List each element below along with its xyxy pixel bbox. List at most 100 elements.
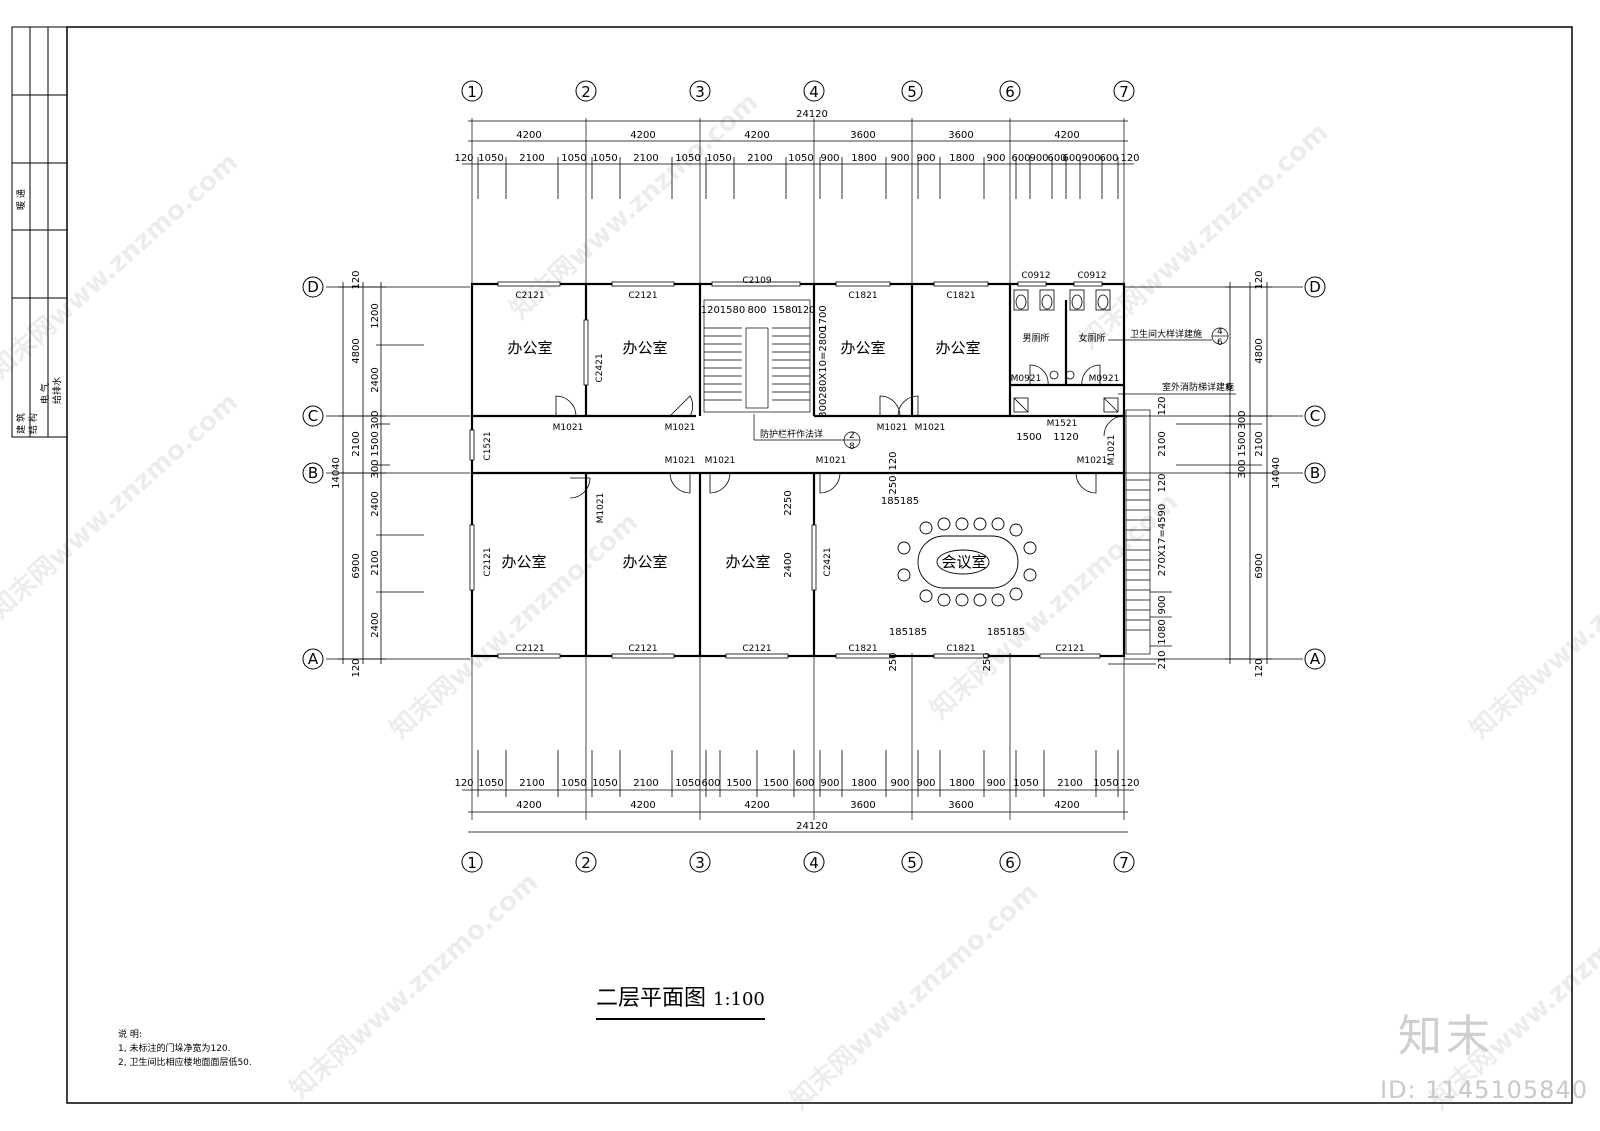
axis-label-col: 1 (467, 854, 477, 872)
dim-detail: 900 (1029, 153, 1048, 164)
room-label-office: 办公室 (507, 339, 552, 357)
window-labels: C2121 C2121 C2109 C1821 C1821 C0912 C091… (483, 271, 1107, 654)
dim-misc: 120 (796, 305, 815, 316)
watermark-text: 知末网www.znzmo.com (1465, 507, 1600, 745)
discipline-label: 结 构 (27, 413, 39, 434)
axis-label-col: 1 (467, 83, 477, 101)
drawing-title-text: 二层平面图 (596, 986, 707, 1011)
axis-label-col: 4 (809, 854, 819, 872)
bottom-dimensions: 120 1050 2100 1050 1050 2100 1050 600 15… (454, 778, 1139, 832)
dim-detail: 300 (370, 459, 381, 478)
dim-detail: 2100 (633, 778, 658, 789)
dim-detail: 1080 (1157, 619, 1168, 644)
window-label: C2121 (515, 644, 544, 654)
watermark-text: 知末网www.znzmo.com (285, 867, 545, 1105)
dim-detail: 2400 (370, 612, 381, 637)
axis-grid (326, 118, 1303, 820)
dim-detail: 1200 (370, 303, 381, 328)
dim-misc: 1700 (818, 305, 829, 330)
watermark-layer: 知末网www.znzmo.com 知末网www.znzmo.com 知末网www… (0, 87, 1600, 1115)
dim-bay: 4200 (516, 800, 541, 811)
toilet-fixtures (1013, 289, 1119, 413)
dim-detail: 900 (1157, 595, 1168, 614)
wc-detail-note: 卫生间大样详建施 (1130, 328, 1202, 340)
window-label: C0912 (1077, 271, 1106, 281)
annotation-leaders (753, 327, 1236, 449)
notes-line: 2, 卫生间比相应楼地面面层低50. (118, 1058, 252, 1068)
room-label-mens-wc: 男厕所 (1022, 333, 1049, 344)
dim-misc: 300280X10=2800 (818, 326, 829, 418)
meeting-table (897, 517, 1037, 607)
window-label: C1821 (848, 291, 877, 301)
detail-ref: 4 (1217, 327, 1223, 337)
dim-misc: 120 (888, 451, 899, 470)
top-dimensions: 24120 4200 4200 4200 3600 3600 4200 120 … (454, 109, 1139, 164)
dim-detail: 120 (454, 778, 473, 789)
dim-misc: 1580 (772, 305, 797, 316)
dim-detail: 1050 (1013, 778, 1038, 789)
dim-detail: 2100 (1057, 778, 1082, 789)
room-label-office: 办公室 (935, 339, 980, 357)
dim-detail: 900 (820, 153, 839, 164)
notes-heading: 说 明: (118, 1030, 142, 1040)
dim-detail: 1800 (949, 153, 974, 164)
drawing-notes: 说 明: 1, 未标注的门垛净宽为120. 2, 卫生间比相应楼地面面层低50. (118, 1028, 252, 1070)
dim-bay: 120 (351, 270, 362, 289)
dim-detail: 900 (916, 778, 935, 789)
axis-label-row: D (1309, 278, 1321, 296)
dim-bay: 4200 (516, 130, 541, 141)
dim-detail: 2400 (370, 491, 381, 516)
dim-misc: 1120 (1053, 432, 1078, 443)
axis-label-col: 5 (907, 83, 917, 101)
axis-label-row: D (307, 278, 319, 296)
dim-bay: 6900 (1254, 553, 1265, 578)
dim-bay: 3600 (948, 800, 973, 811)
dim-detail: 270X17=4590 (1157, 504, 1168, 577)
dim-detail: 900 (986, 778, 1005, 789)
dim-total: 24120 (796, 109, 828, 120)
room-label-office: 办公室 (840, 339, 885, 357)
dim-total: 14040 (331, 457, 342, 489)
dim-total: 24120 (796, 821, 828, 832)
dim-bay: 3600 (850, 130, 875, 141)
dim-detail: 300 (1237, 410, 1248, 429)
dim-bay: 4200 (1054, 800, 1079, 811)
dim-detail: 2100 (1157, 431, 1168, 456)
dim-bay: 120 (1254, 270, 1265, 289)
dim-misc: 185185 (987, 627, 1025, 638)
axis-label-col: 4 (809, 83, 819, 101)
dim-detail: 1050 (561, 153, 586, 164)
detail-ref: 8 (849, 442, 855, 452)
discipline-label: 电 气 (39, 383, 51, 404)
dim-misc: 2400 (783, 552, 794, 577)
window-label: C2121 (742, 644, 771, 654)
dim-detail: 900 (890, 778, 909, 789)
dim-detail: 120 (1120, 778, 1139, 789)
door-label: M1021 (915, 423, 946, 433)
window-label: C0912 (1021, 271, 1050, 281)
window-label: C2121 (628, 644, 657, 654)
window-label: C2421 (595, 353, 605, 382)
axis-label-col: 7 (1119, 854, 1129, 872)
axis-label-col: 7 (1119, 83, 1129, 101)
door-label: M1021 (1107, 435, 1117, 466)
window-label: C2121 (515, 291, 544, 301)
dim-detail: 900 (916, 153, 935, 164)
axis-label-col: 2 (581, 83, 591, 101)
dim-bay: 4200 (630, 130, 655, 141)
dim-misc: 1201580 (701, 305, 746, 316)
left-dimensions: 14040 120 4800 2100 6900 120 1200 2400 3… (331, 270, 381, 677)
door-label: M1021 (596, 493, 606, 524)
window-label: C2121 (1055, 644, 1084, 654)
axis-label-row: C (1310, 407, 1320, 425)
dim-detail: 1050 (592, 153, 617, 164)
window-label: C1821 (946, 644, 975, 654)
dim-detail: 900 (820, 778, 839, 789)
dim-detail: 1500 (370, 431, 381, 456)
axis-label-row: C (308, 407, 318, 425)
axis-label-row: A (1310, 650, 1321, 668)
axis-label-col: 2 (581, 854, 591, 872)
detail-ref: 6 (1217, 338, 1223, 348)
drawing-title: 二层平面图 1:100 (596, 980, 765, 1020)
